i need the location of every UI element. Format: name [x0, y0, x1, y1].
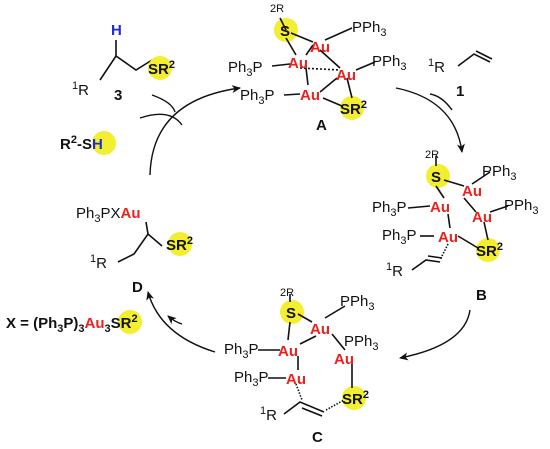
- svg-text:1R: 1R: [260, 405, 277, 424]
- svg-text:Au: Au: [310, 39, 330, 56]
- svg-text:1R: 1R: [386, 261, 403, 280]
- svg-text:Ph3P: Ph3P: [224, 341, 259, 361]
- svg-text:Au: Au: [430, 199, 450, 216]
- svg-text:1R: 1R: [72, 80, 89, 99]
- svg-text:SR2: SR2: [148, 59, 175, 78]
- svg-text:Au: Au: [278, 343, 298, 360]
- svg-text:Au: Au: [310, 321, 330, 338]
- complex-c-label: C: [312, 429, 323, 446]
- svg-text:S: S: [286, 305, 296, 322]
- svg-text:PPh3: PPh3: [504, 197, 538, 217]
- svg-text:Au: Au: [462, 183, 482, 200]
- complex-b: 2R S Au Au Au Au PPh3 PPh3 Ph3P Ph3P SR2…: [372, 149, 538, 304]
- svg-text:2R: 2R: [280, 287, 294, 299]
- svg-text:Ph3P: Ph3P: [234, 369, 269, 389]
- cycle-arrow-right-top: [395, 87, 465, 153]
- alkene-1: 1R 1: [428, 50, 493, 100]
- svg-text:S: S: [431, 169, 441, 186]
- svg-text:PPh3: PPh3: [340, 293, 374, 313]
- svg-text:SR2: SR2: [340, 99, 367, 118]
- intermediate-d-label: D: [132, 279, 143, 296]
- svg-text:Ph3P: Ph3P: [382, 227, 417, 247]
- svg-text:Ph3P: Ph3P: [240, 87, 275, 107]
- cycle-arrow-right-bottom: [399, 309, 471, 361]
- svg-text:Au: Au: [300, 87, 320, 104]
- svg-text:X = (Ph3P)3Au3SR2: X = (Ph3P)3Au3SR2: [6, 313, 138, 335]
- svg-text:Au: Au: [286, 371, 306, 388]
- svg-text:Au: Au: [472, 209, 492, 226]
- product-3-label: 3: [114, 87, 122, 104]
- complex-b-label: B: [476, 287, 487, 304]
- complex-a-label: A: [316, 117, 327, 134]
- svg-text:2R: 2R: [270, 3, 284, 15]
- svg-text:Au: Au: [288, 55, 308, 72]
- x-definition: X = (Ph3P)3Au3SR2: [6, 310, 142, 335]
- svg-text:Au: Au: [336, 67, 356, 84]
- alkene-entry-arrow: [429, 93, 453, 111]
- intermediate-d: Ph3PXAu SR2 1R D: [76, 205, 193, 296]
- svg-text:1R: 1R: [90, 253, 107, 272]
- svg-text:SR2: SR2: [476, 241, 503, 260]
- product-exit-arrow: [151, 94, 176, 113]
- thiol-entry-arrow: [139, 113, 183, 126]
- cycle-arrow-bottom-left: [146, 291, 216, 353]
- product-3: H SR2 1R 3: [72, 22, 175, 104]
- svg-text:SR2: SR2: [342, 389, 369, 408]
- svg-text:2R: 2R: [425, 149, 439, 161]
- complex-c: 2R S Au Au Au Au PPh3 PPh3 Ph3P Ph3P SR2…: [224, 287, 378, 446]
- alkene-1-label: 1: [456, 83, 464, 100]
- svg-text:PPh3: PPh3: [482, 163, 516, 183]
- thiol-reagent: R2-SH: [60, 131, 116, 155]
- svg-text:SR2: SR2: [166, 235, 193, 254]
- svg-text:Au: Au: [438, 229, 458, 246]
- svg-text:Au: Au: [334, 351, 354, 368]
- cycle-arrow-top: [149, 85, 241, 176]
- svg-text:1R: 1R: [428, 57, 445, 76]
- complex-a: 2R S Au Au Au Au PPh3 PPh3 Ph3P Ph3P SR2…: [228, 3, 406, 134]
- svg-text:PPh3: PPh3: [344, 333, 378, 353]
- svg-text:R2-SH: R2-SH: [60, 134, 103, 153]
- x-release-arrow: [167, 315, 183, 325]
- product-3-h: H: [111, 22, 122, 39]
- svg-text:Ph3P: Ph3P: [372, 199, 407, 219]
- svg-text:PPh3: PPh3: [352, 19, 386, 39]
- svg-text:Ph3PXAu: Ph3PXAu: [76, 205, 141, 225]
- svg-text:S: S: [280, 23, 290, 40]
- svg-text:Ph3P: Ph3P: [228, 59, 263, 79]
- svg-text:PPh3: PPh3: [372, 53, 406, 73]
